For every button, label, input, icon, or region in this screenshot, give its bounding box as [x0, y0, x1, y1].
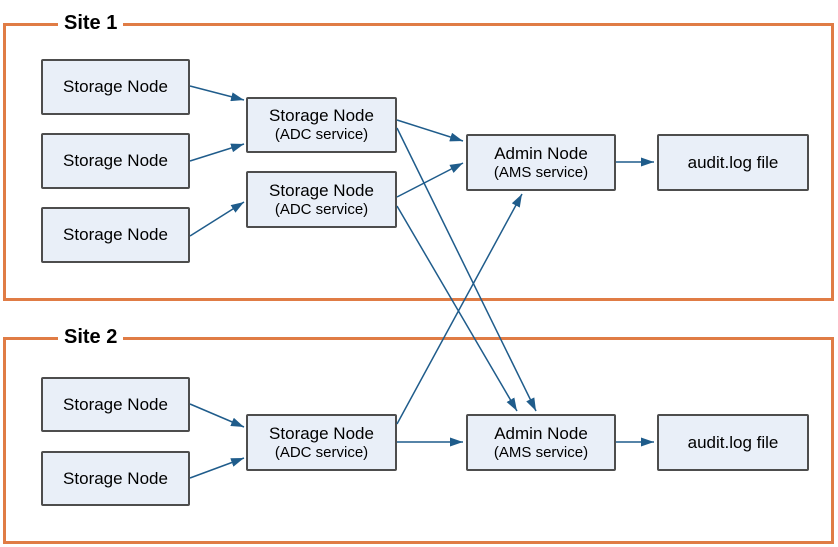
node-label: Storage Node	[269, 106, 374, 125]
node-label: Storage Node	[63, 225, 168, 244]
site2-audit-log-file: audit.log file	[657, 414, 809, 471]
site-1-label: Site 1	[58, 10, 124, 36]
node-label: Storage Node	[269, 180, 374, 200]
node-sublabel: (ADC service)	[274, 443, 369, 461]
site2-admin-node: Admin Node (AMS service)	[466, 414, 616, 471]
node-label: Storage Node	[63, 151, 168, 170]
node-label: Storage Node	[269, 423, 374, 443]
site1-adc-node-1: Storage Node (ADC service)	[246, 97, 397, 153]
site1-adc-node-2: Storage Node (ADC service)	[246, 171, 397, 228]
site-2-label: Site 2	[58, 324, 124, 350]
node-label: audit.log file	[687, 432, 779, 452]
node-sublabel: (ADC service)	[274, 126, 369, 143]
site1-admin-node: Admin Node (AMS service)	[466, 134, 616, 191]
site1-storage-node-3: Storage Node	[41, 207, 190, 263]
node-sublabel: (ADC service)	[274, 200, 369, 218]
node-label: Admin Node	[494, 143, 588, 163]
site2-storage-node-1: Storage Node	[41, 377, 190, 432]
site2-storage-node-2: Storage Node	[41, 451, 190, 506]
node-sublabel: (AMS service)	[493, 163, 589, 181]
node-sublabel: (AMS service)	[493, 443, 589, 461]
node-label: Storage Node	[63, 77, 168, 96]
site1-storage-node-2: Storage Node	[41, 133, 190, 189]
node-label: Storage Node	[63, 468, 168, 488]
node-label: audit.log file	[687, 152, 779, 172]
site1-audit-log-file: audit.log file	[657, 134, 809, 191]
site2-adc-node: Storage Node (ADC service)	[246, 414, 397, 471]
node-label: Admin Node	[494, 423, 588, 443]
node-label: Storage Node	[63, 394, 168, 414]
site1-storage-node-1: Storage Node	[41, 59, 190, 115]
